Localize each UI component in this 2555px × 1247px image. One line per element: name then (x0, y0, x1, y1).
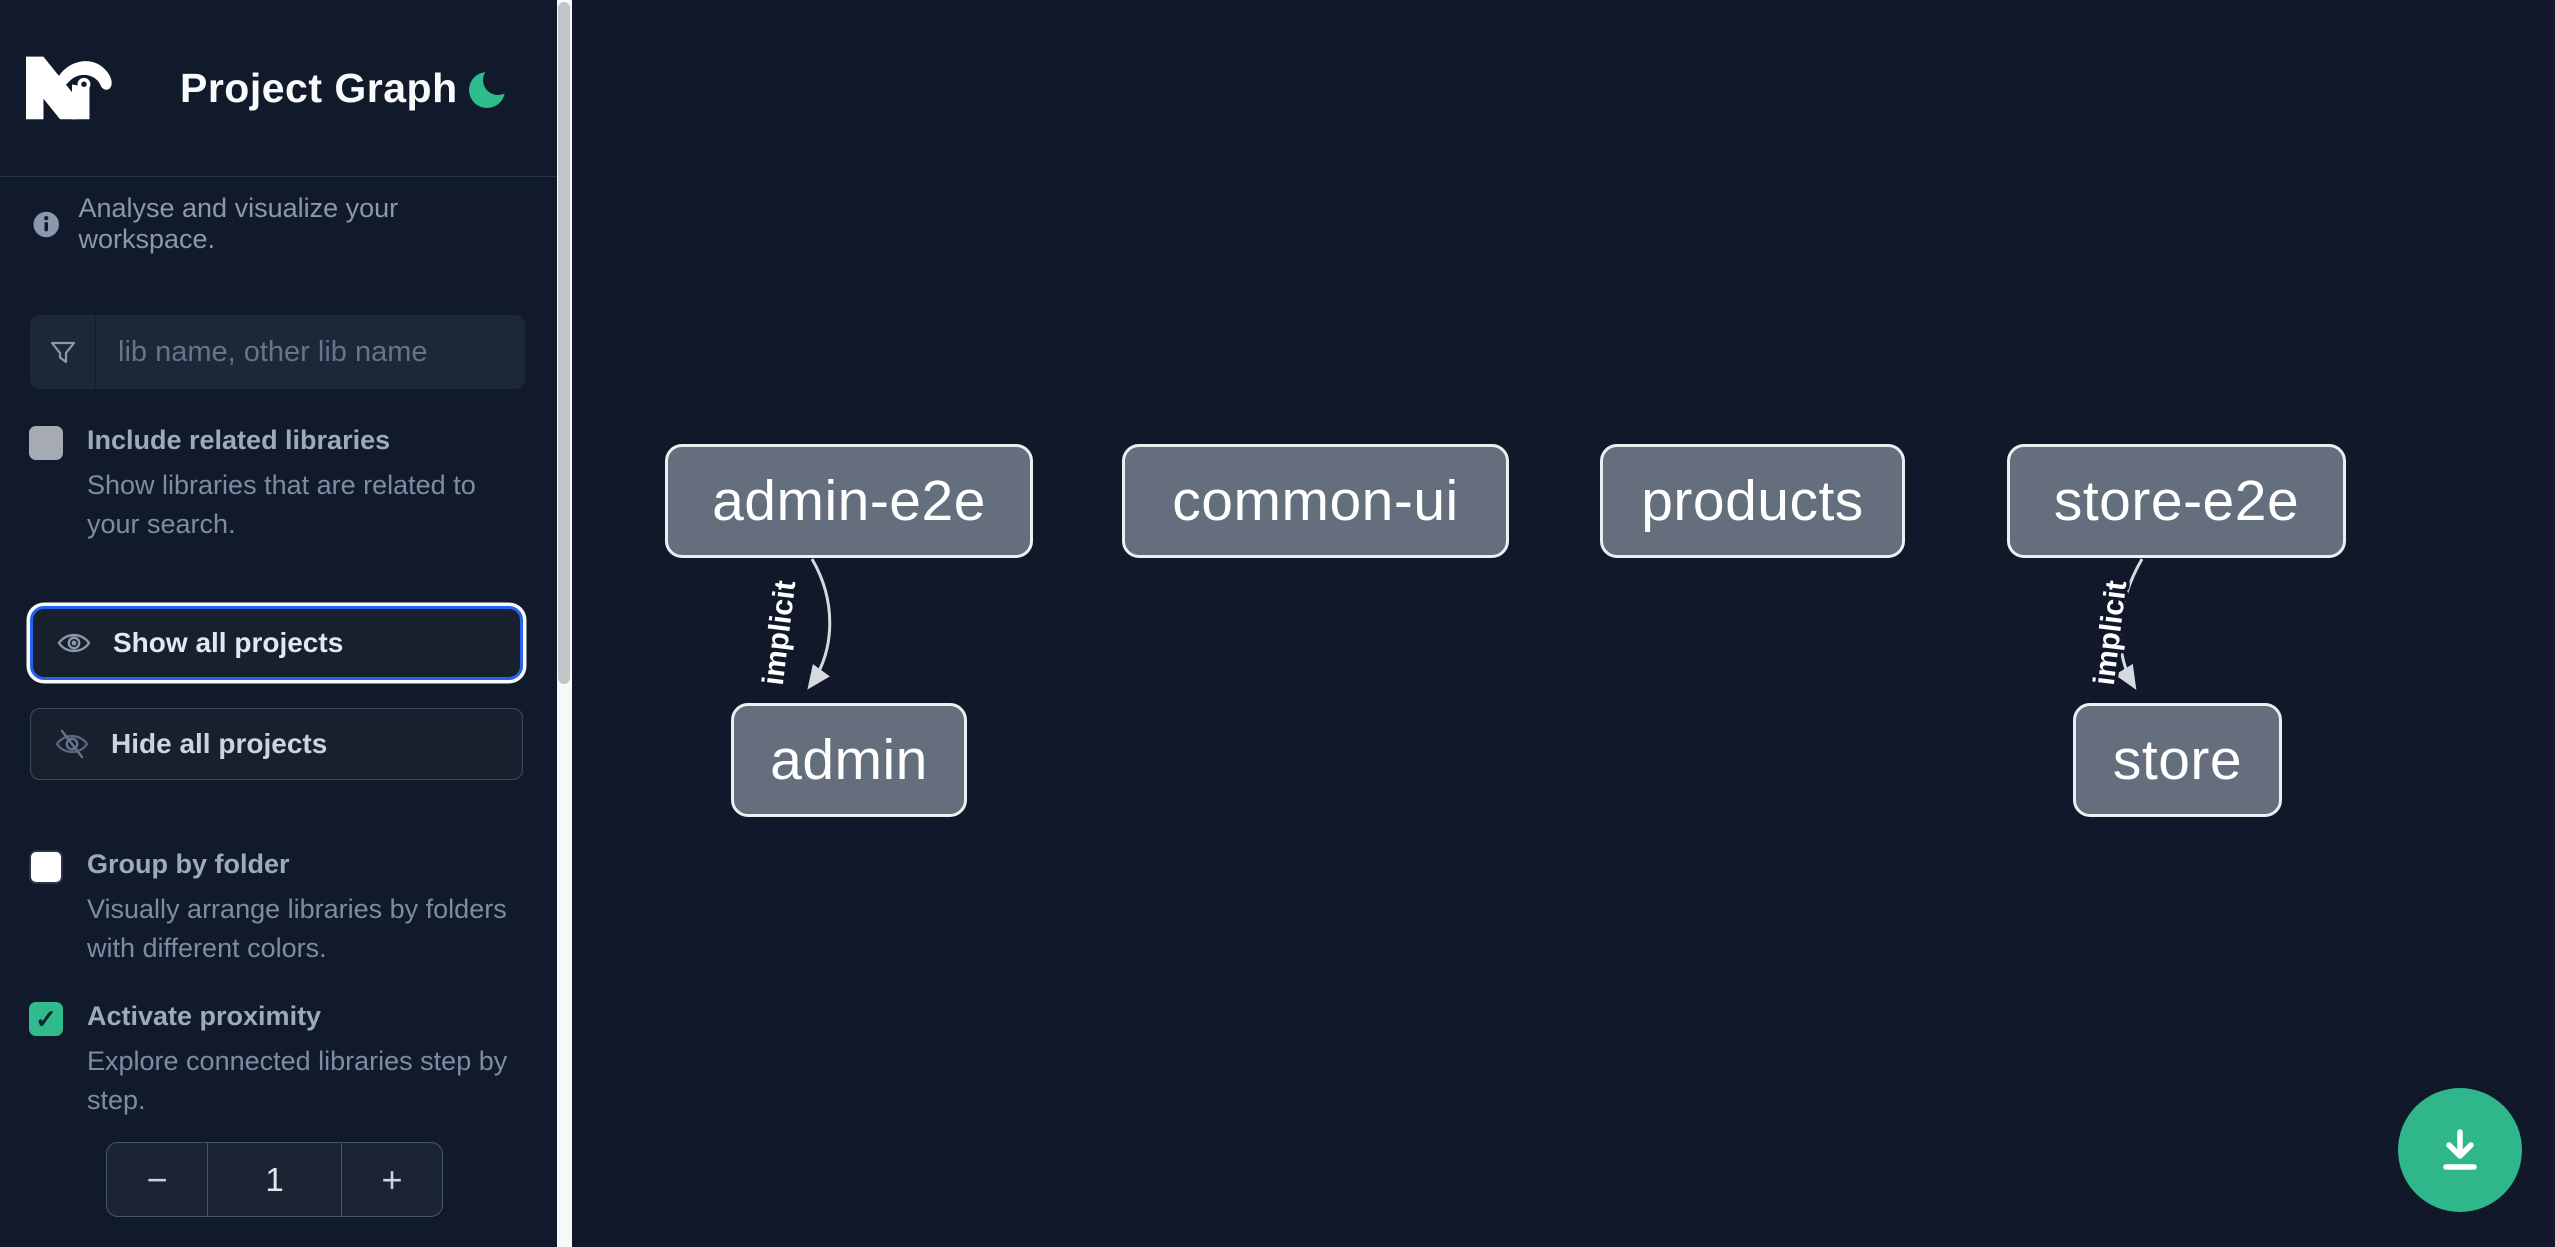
eye-off-icon (55, 729, 89, 759)
sidebar-scrollbar-thumb[interactable] (558, 2, 570, 684)
proximity-depth-stepper: − 1 + (106, 1142, 443, 1217)
graph-canvas[interactable] (572, 0, 2555, 1247)
include-related-row[interactable]: Include related libraries Show libraries… (29, 424, 519, 544)
hide-all-projects-button[interactable]: Hide all projects (30, 708, 523, 780)
nx-logo (26, 56, 112, 120)
node-products[interactable]: products (1600, 444, 1905, 558)
sidebar-scrollbar-track (557, 0, 572, 1247)
node-store-e2e[interactable]: store-e2e (2007, 444, 2346, 558)
activate-proximity-label: Activate proximity (87, 1001, 322, 1031)
search-input[interactable] (96, 315, 525, 389)
include-related-checkbox[interactable] (29, 426, 63, 460)
checkmark-icon: ✓ (35, 1004, 57, 1034)
decrement-button[interactable]: − (107, 1143, 207, 1216)
moon-icon (469, 66, 510, 108)
eye-icon (57, 628, 91, 658)
theme-toggle-button[interactable] (467, 66, 511, 110)
filter-icon-cell (30, 315, 96, 389)
show-all-projects-button[interactable]: Show all projects (30, 606, 523, 680)
include-related-label: Include related libraries (87, 425, 391, 455)
proximity-depth-value[interactable]: 1 (207, 1143, 342, 1216)
node-store[interactable]: store (2073, 703, 2282, 817)
page-title: Project Graph (180, 64, 458, 111)
group-by-folder-row[interactable]: Group by folder Visually arrange librari… (29, 848, 519, 968)
download-icon (2443, 1129, 2477, 1170)
workspace-info: Analyse and visualize your workspace. (33, 193, 533, 255)
group-by-folder-label: Group by folder (87, 849, 290, 879)
node-admin-e2e[interactable]: admin-e2e (665, 444, 1033, 558)
group-by-folder-checkbox[interactable] (29, 850, 63, 884)
show-all-projects-label: Show all projects (113, 627, 344, 658)
node-common-ui[interactable]: common-ui (1122, 444, 1509, 558)
workspace-info-text: Analyse and visualize your workspace. (78, 193, 399, 254)
group-by-folder-description: Visually arrange libraries by folders wi… (87, 893, 507, 963)
include-related-description: Show libraries that are related to your … (87, 469, 476, 539)
activate-proximity-checkbox[interactable]: ✓ (29, 1002, 63, 1036)
info-icon (33, 211, 59, 237)
filter-search (30, 315, 525, 389)
filter-funnel-icon (50, 341, 75, 364)
hide-all-projects-label: Hide all projects (111, 728, 328, 759)
download-button[interactable] (2398, 1088, 2522, 1212)
node-admin[interactable]: admin (731, 703, 967, 817)
sidebar-header: Project Graph (0, 0, 557, 177)
increment-button[interactable]: + (342, 1143, 442, 1216)
activate-proximity-description: Explore connected libraries step by step… (87, 1045, 508, 1115)
activate-proximity-row[interactable]: ✓ Activate proximity Explore connected l… (29, 1000, 519, 1120)
sidebar: Project Graph Analyse and visualize your… (0, 0, 557, 1247)
